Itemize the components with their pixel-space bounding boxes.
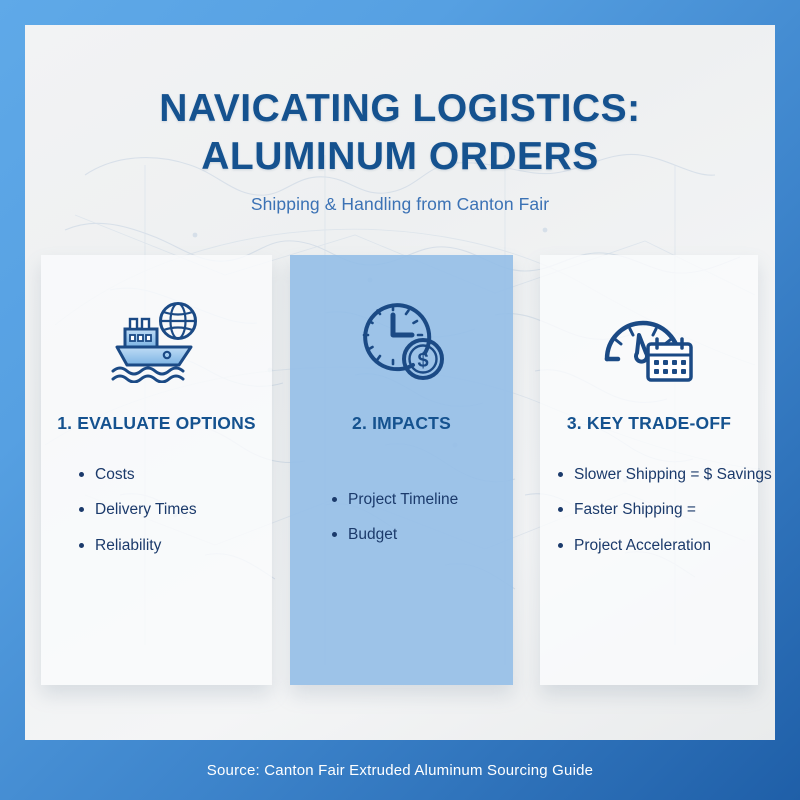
card-evaluate-options[interactable]: 1. EVALUATE OPTIONS Costs Delivery Times…	[41, 255, 272, 685]
list-item: Costs	[79, 464, 272, 486]
header-block: NAVICATING LOGISTICS: ALUMINUM ORDERS Sh…	[25, 85, 775, 215]
card-bullets-1: Costs Delivery Times Reliability	[41, 464, 272, 557]
svg-text:$: $	[417, 350, 428, 372]
card-bullets-3: Slower Shipping = $ Savings Faster Shipp…	[540, 464, 772, 557]
list-item: Slower Shipping = $ Savings	[558, 464, 772, 486]
source-text: Source: Canton Fair Extruded Aluminum So…	[206, 761, 594, 779]
card-impacts[interactable]: $ 2. IMPACTS Project Timeline Budget	[290, 255, 513, 685]
page-title-line-2: ALUMINUM ORDERS	[201, 134, 599, 178]
list-item: Faster Shipping =	[558, 499, 758, 521]
list-item: Budget	[332, 524, 513, 546]
list-item: Project Timeline	[332, 489, 513, 511]
footer-band: Source: Canton Fair Extruded Aluminum So…	[0, 740, 800, 800]
card-heading-2: 2. IMPACTS	[352, 413, 451, 433]
speedometer-calendar-icon	[540, 255, 758, 395]
list-item: Project Acceleration	[558, 535, 758, 557]
page-subtitle: Shipping & Handling from Canton Fair	[250, 194, 550, 215]
list-item: Delivery Times	[79, 499, 272, 521]
list-item: Reliability	[79, 535, 272, 557]
card-key-trade-off[interactable]: 3. KEY TRADE-OFF Slower Shipping = $ Sav…	[540, 255, 772, 685]
cards-row: 1. EVALUATE OPTIONS Costs Delivery Times…	[25, 255, 775, 685]
cargo-ship-globe-icon	[41, 255, 272, 395]
card-heading-1: 1. EVALUATE OPTIONS	[57, 413, 256, 433]
page-title-line-1: NAVICATING LOGISTICS:	[159, 87, 641, 130]
card-heading-3: 3. KEY TRADE-OFF	[566, 413, 732, 433]
content-panel: NAVICATING LOGISTICS: ALUMINUM ORDERS Sh…	[25, 25, 775, 740]
clock-dollar-icon: $	[290, 255, 513, 395]
card-bullets-2: Project Timeline Budget	[290, 489, 513, 547]
